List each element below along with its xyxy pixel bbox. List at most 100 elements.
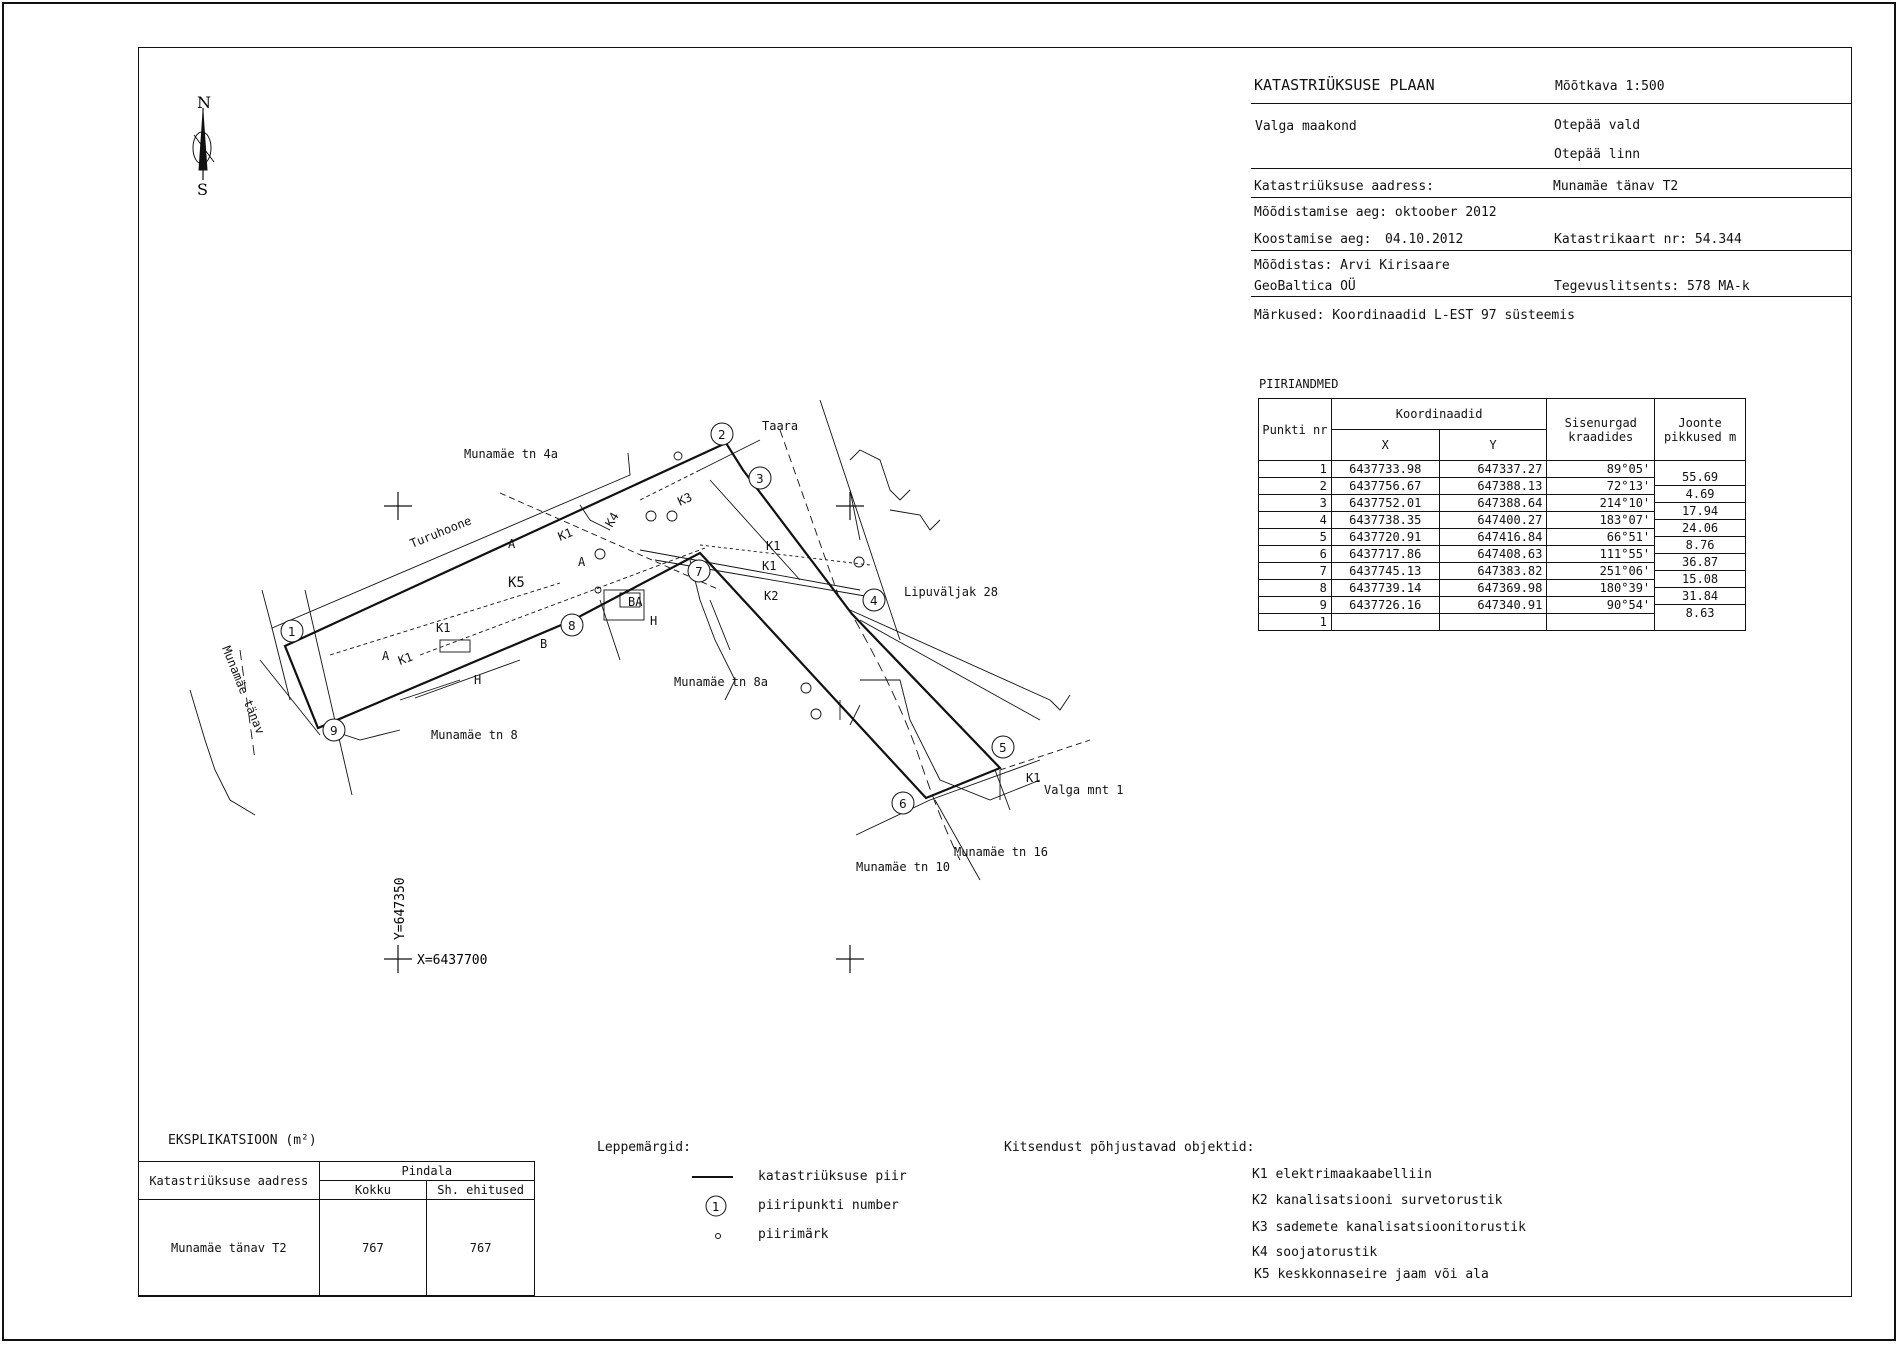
cell-angle: 251°06' xyxy=(1546,562,1656,580)
label-a-2: A xyxy=(578,555,586,569)
restriction-k2: K2 kanalisatsiooni survetorustik xyxy=(1252,1193,1503,1208)
boundary-point-3: 3 xyxy=(748,466,772,490)
explication-title: EKSPLIKATSIOON (m²) xyxy=(168,1133,317,1148)
cell-x: 6437726.16 xyxy=(1330,596,1440,614)
cell-y: 647388.13 xyxy=(1438,477,1548,495)
boundary-point-5: 5 xyxy=(991,735,1015,759)
label-k1-mid: K1 xyxy=(436,621,450,635)
cell-point: 1 xyxy=(1258,613,1332,631)
town: Otepää linn xyxy=(1554,147,1641,162)
boundary-table: Punkti nr Koordinaadid Sisenurgad kraadi… xyxy=(1258,398,1746,631)
label-k1-top: K1 xyxy=(556,525,575,543)
line-length: 4.69 xyxy=(1655,486,1745,503)
svg-text:9: 9 xyxy=(330,724,338,738)
label-k1-bottom: K1 xyxy=(396,650,414,668)
boundary-point-4: 4 xyxy=(862,588,886,612)
col-x: X xyxy=(1330,429,1440,461)
grid-label-x: X=6437700 xyxy=(417,953,487,968)
restriction-k4: K4 soojatorustik xyxy=(1252,1245,1378,1260)
line-length: 31.84 xyxy=(1655,588,1745,605)
compiled-value: 04.10.2012 xyxy=(1385,232,1464,247)
cell-y: 647408.63 xyxy=(1438,545,1548,563)
boundary-table-row: 1 xyxy=(1258,613,1746,631)
label-h-2: H xyxy=(650,614,657,628)
cell-angle: 111°55' xyxy=(1546,545,1656,563)
line-length: 8.63 xyxy=(1685,606,1715,620)
compass-north: N xyxy=(197,93,211,112)
cell-point: 1 xyxy=(1258,460,1332,478)
col-point: Punkti nr xyxy=(1258,398,1332,461)
svg-text:6: 6 xyxy=(899,797,907,811)
svg-text:5: 5 xyxy=(999,741,1007,755)
restriction-k3: K3 sademete kanalisatsioonitorustik xyxy=(1252,1220,1526,1235)
map-number: Katastrikaart nr: 54.344 xyxy=(1554,232,1742,247)
line-length: 8.76 xyxy=(1655,537,1745,554)
cell-angle: 183°07' xyxy=(1546,511,1656,529)
label-munamae-10: Munamäe tn 10 xyxy=(856,860,950,874)
cell-x xyxy=(1330,613,1440,631)
line-length: 17.94 xyxy=(1655,503,1745,520)
cell-x: 6437756.67 xyxy=(1330,477,1440,495)
cell-angle: 180°39' xyxy=(1546,579,1656,597)
explication-col-area: Pindala xyxy=(318,1161,536,1181)
cell-point: 3 xyxy=(1258,494,1332,512)
cell-point: 9 xyxy=(1258,596,1332,614)
label-taara: Taara xyxy=(762,419,798,433)
cell-point: 8 xyxy=(1258,579,1332,597)
legend-item-marker: piirimärk xyxy=(758,1227,829,1242)
label-k1-right2: K1 xyxy=(762,559,776,573)
line-length: 15.08 xyxy=(1655,571,1745,588)
company: GeoBaltica OÜ xyxy=(1254,279,1356,294)
cell-angle: 214°10' xyxy=(1546,494,1656,512)
svg-text:8: 8 xyxy=(568,619,576,633)
svg-text:1: 1 xyxy=(712,1200,720,1214)
boundary-table-title: PIIRIANDMED xyxy=(1259,377,1339,391)
col-angle: Sisenurgad kraadides xyxy=(1546,398,1656,461)
boundary-point-7: 7 xyxy=(687,559,711,583)
legend-item-boundary: katastriüksuse piir xyxy=(758,1169,907,1184)
explication-row-built: 767 xyxy=(426,1199,535,1296)
boundary-points: 1 2 3 4 5 6 7 8 9 xyxy=(280,422,1015,815)
col-coords: Koordinaadid xyxy=(1330,398,1548,430)
cell-x: 6437745.13 xyxy=(1330,562,1440,580)
col-y: Y xyxy=(1438,429,1548,461)
cell-y: 647388.64 xyxy=(1438,494,1548,512)
explication-table: Katastriüksuse aadress Pindala Kokku Sh.… xyxy=(138,1161,536,1296)
restriction-k1: K1 elektrimaakaabelliin xyxy=(1252,1167,1433,1182)
svg-text:1: 1 xyxy=(288,625,296,639)
grid-crosses xyxy=(384,492,864,973)
explication-row-total: 767 xyxy=(318,1199,428,1296)
cell-point: 7 xyxy=(1258,562,1332,580)
label-b: B xyxy=(540,637,547,651)
label-munamae-8: Munamäe tn 8 xyxy=(431,728,518,742)
cell-x: 6437738.35 xyxy=(1330,511,1440,529)
line-length: 36.87 xyxy=(1655,554,1745,571)
col-length: Joonte pikkused m xyxy=(1654,398,1746,461)
cadastral-boundary xyxy=(283,441,1002,800)
label-lipuvaljak: Lipuväljak 28 xyxy=(904,585,998,599)
explication-col-total: Kokku xyxy=(318,1180,428,1200)
north-arrow-icon xyxy=(192,108,215,180)
label-munamae-8a: Munamäe tn 8a xyxy=(674,675,768,689)
cell-point: 2 xyxy=(1258,477,1332,495)
label-munamae-16: Munamäe tn 16 xyxy=(954,845,1048,859)
cell-y: 647416.84 xyxy=(1438,528,1548,546)
legend-title: Leppemärgid: xyxy=(597,1140,691,1155)
cell-y: 647400.27 xyxy=(1438,511,1548,529)
cell-y: 647337.27 xyxy=(1438,460,1548,478)
cell-angle xyxy=(1546,613,1656,631)
label-k4: K4 xyxy=(602,510,621,530)
boundary-point-1: 1 xyxy=(280,619,304,643)
restrictions-title: Kitsendust põhjustavad objektid: xyxy=(1004,1140,1255,1155)
label-munamae-4a: Munamäe tn 4a xyxy=(464,447,558,461)
parish: Otepää vald xyxy=(1554,118,1641,133)
